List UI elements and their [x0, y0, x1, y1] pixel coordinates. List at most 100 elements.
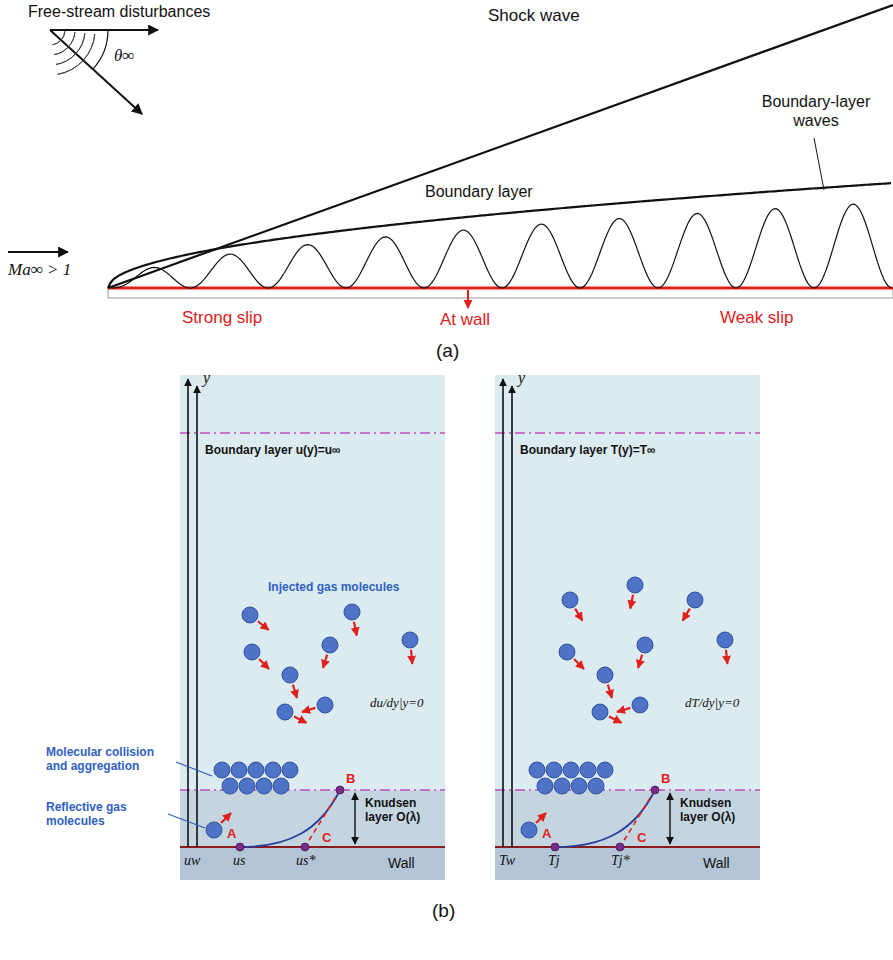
gas-molecule	[559, 644, 575, 660]
profile-point	[616, 843, 624, 851]
annotation-label: Tw	[499, 853, 515, 870]
gas-molecule	[687, 592, 703, 608]
flow-arrow	[8, 251, 68, 253]
region-label: Wall	[703, 855, 730, 872]
gas-molecule	[277, 704, 293, 720]
gas-molecule	[322, 637, 338, 653]
annotation-label: Boundary layer	[425, 182, 533, 201]
gas-molecule	[637, 637, 653, 653]
motion-arrow	[354, 622, 357, 636]
motion-arrow	[221, 813, 231, 823]
boundary-layer-edge	[495, 432, 760, 434]
motion-arrow	[609, 716, 622, 722]
gas-molecule	[562, 592, 578, 608]
y-axis	[196, 386, 198, 847]
annotation-label: B	[661, 771, 670, 787]
gas-molecule	[273, 778, 289, 794]
annotation-label: Tj*	[611, 853, 630, 870]
motion-arrow	[638, 655, 642, 668]
flat-plate	[108, 288, 893, 298]
motion-arrow	[683, 609, 690, 621]
annotation-label: A	[227, 826, 236, 842]
disturbance-wave	[58, 34, 95, 74]
annotation-label: At wall	[440, 310, 490, 330]
motion-arrow	[608, 685, 612, 698]
gas-molecule	[537, 778, 553, 794]
motion-arrow	[536, 813, 546, 823]
boundary-layer-waves	[112, 204, 892, 288]
layer-band: Knudsen layer O(λ)	[180, 790, 445, 847]
region-label: Wall	[388, 855, 415, 872]
region-fill	[180, 375, 445, 880]
annotation-label: θ∞	[114, 46, 134, 66]
disturbance-wave	[54, 32, 75, 54]
motion-arrow	[323, 655, 327, 668]
gas-molecule	[239, 778, 255, 794]
boundary-layer-edge	[180, 432, 445, 434]
annotation-label: Boundary-layer waves	[752, 92, 880, 130]
annotation-label: Molecular collision and aggregation	[46, 745, 174, 774]
annotation-label: us	[233, 853, 245, 870]
slip-extrapolation	[305, 790, 340, 847]
motion-arrow	[294, 716, 307, 722]
leader-line	[168, 814, 205, 828]
motion-arrow	[258, 621, 269, 630]
gas-molecule	[222, 778, 238, 794]
gas-molecule	[632, 697, 648, 713]
velocity-profile	[240, 790, 340, 847]
gas-molecule	[231, 762, 247, 778]
disturbance-arrow	[50, 29, 158, 31]
knudsen-edge	[495, 789, 760, 791]
annotation-label: us*	[296, 853, 315, 870]
annotation-label: C	[322, 830, 331, 846]
gas-molecule	[214, 762, 230, 778]
annotation-label: Weak slip	[720, 308, 793, 328]
motion-arrow	[630, 595, 633, 609]
annotation-label: Reflective gas molecules	[46, 800, 164, 829]
gas-molecule	[282, 667, 298, 683]
gas-molecule	[597, 762, 613, 778]
leader-lines	[168, 762, 212, 828]
annotation-label: (b)	[432, 900, 455, 923]
region-label: Boundary layer u(y)=u∞	[205, 443, 341, 457]
gas-molecule	[627, 577, 643, 593]
motion-arrow	[293, 685, 297, 698]
gas-molecule	[206, 822, 222, 838]
annotation-label: Tj	[548, 853, 560, 870]
gas-molecule	[344, 604, 360, 620]
gas-molecule	[402, 632, 418, 648]
profile-point	[301, 843, 309, 851]
gas-molecule	[554, 778, 570, 794]
layer-band: Knudsen layer O(λ)	[495, 790, 760, 847]
annotation-label: C	[637, 830, 646, 846]
annotation-label: B	[346, 771, 355, 787]
disturbance-arrow	[50, 30, 142, 114]
profile-point	[236, 843, 244, 851]
disturbance-wave	[53, 31, 65, 44]
gas-molecule	[546, 762, 562, 778]
region-fill	[180, 790, 445, 847]
gas-molecule	[529, 762, 545, 778]
motion-arrow	[302, 708, 315, 712]
region-label: Knudsen layer O(λ)	[365, 796, 440, 825]
gas-molecule	[256, 778, 272, 794]
gas-molecule	[588, 778, 604, 794]
region-label: Injected gas molecules	[268, 580, 399, 594]
profile-point	[651, 786, 659, 794]
gas-molecule	[592, 704, 608, 720]
gas-molecule	[282, 762, 298, 778]
gas-molecule	[265, 762, 281, 778]
region-label: dT/dy|y=0	[685, 695, 739, 711]
annotation-label: Shock wave	[488, 6, 580, 26]
knudsen-edge	[180, 789, 445, 791]
annotation-label: Free-stream disturbances	[28, 2, 210, 21]
flow-panel: Boundary layer T(y)=T∞ dT/dy|y=0Knudsen l…	[495, 375, 760, 880]
gas-molecule	[571, 778, 587, 794]
velocity-profile	[555, 790, 655, 847]
annotation-label: Strong slip	[182, 308, 262, 328]
region-label: Boundary layer T(y)=T∞	[520, 443, 656, 457]
leader-line	[176, 762, 212, 776]
gas-molecule	[717, 632, 733, 648]
